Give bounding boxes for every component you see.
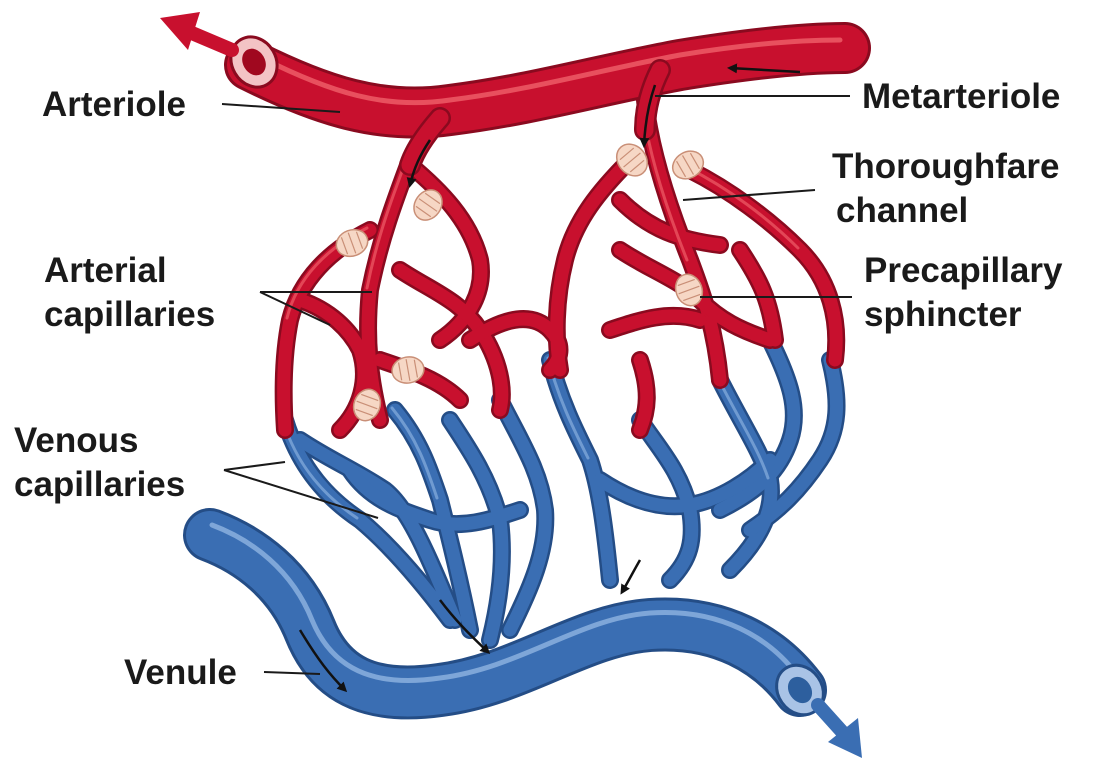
label-metarteriole: Metarteriole	[862, 77, 1060, 116]
label-arteriole: Arteriole	[42, 85, 186, 124]
label-precap-line1: Precapillary	[864, 251, 1063, 290]
arteriole-vessel	[160, 12, 845, 185]
label-venule: Venule	[124, 653, 237, 692]
labels: Arteriole Metarteriole Thoroughfare chan…	[14, 77, 1063, 692]
label-arterial-cap-line2: capillaries	[44, 295, 215, 334]
label-thoroughfare-line2: channel	[836, 191, 968, 230]
label-venous-cap-line2: capillaries	[14, 465, 185, 504]
leader-venous-cap-a	[224, 462, 285, 470]
label-thoroughfare-line1: Thoroughfare	[832, 147, 1059, 186]
label-venous-cap-line1: Venous	[14, 421, 138, 460]
label-precap-line2: sphincter	[864, 295, 1022, 334]
label-arterial-cap-line1: Arterial	[44, 251, 167, 290]
